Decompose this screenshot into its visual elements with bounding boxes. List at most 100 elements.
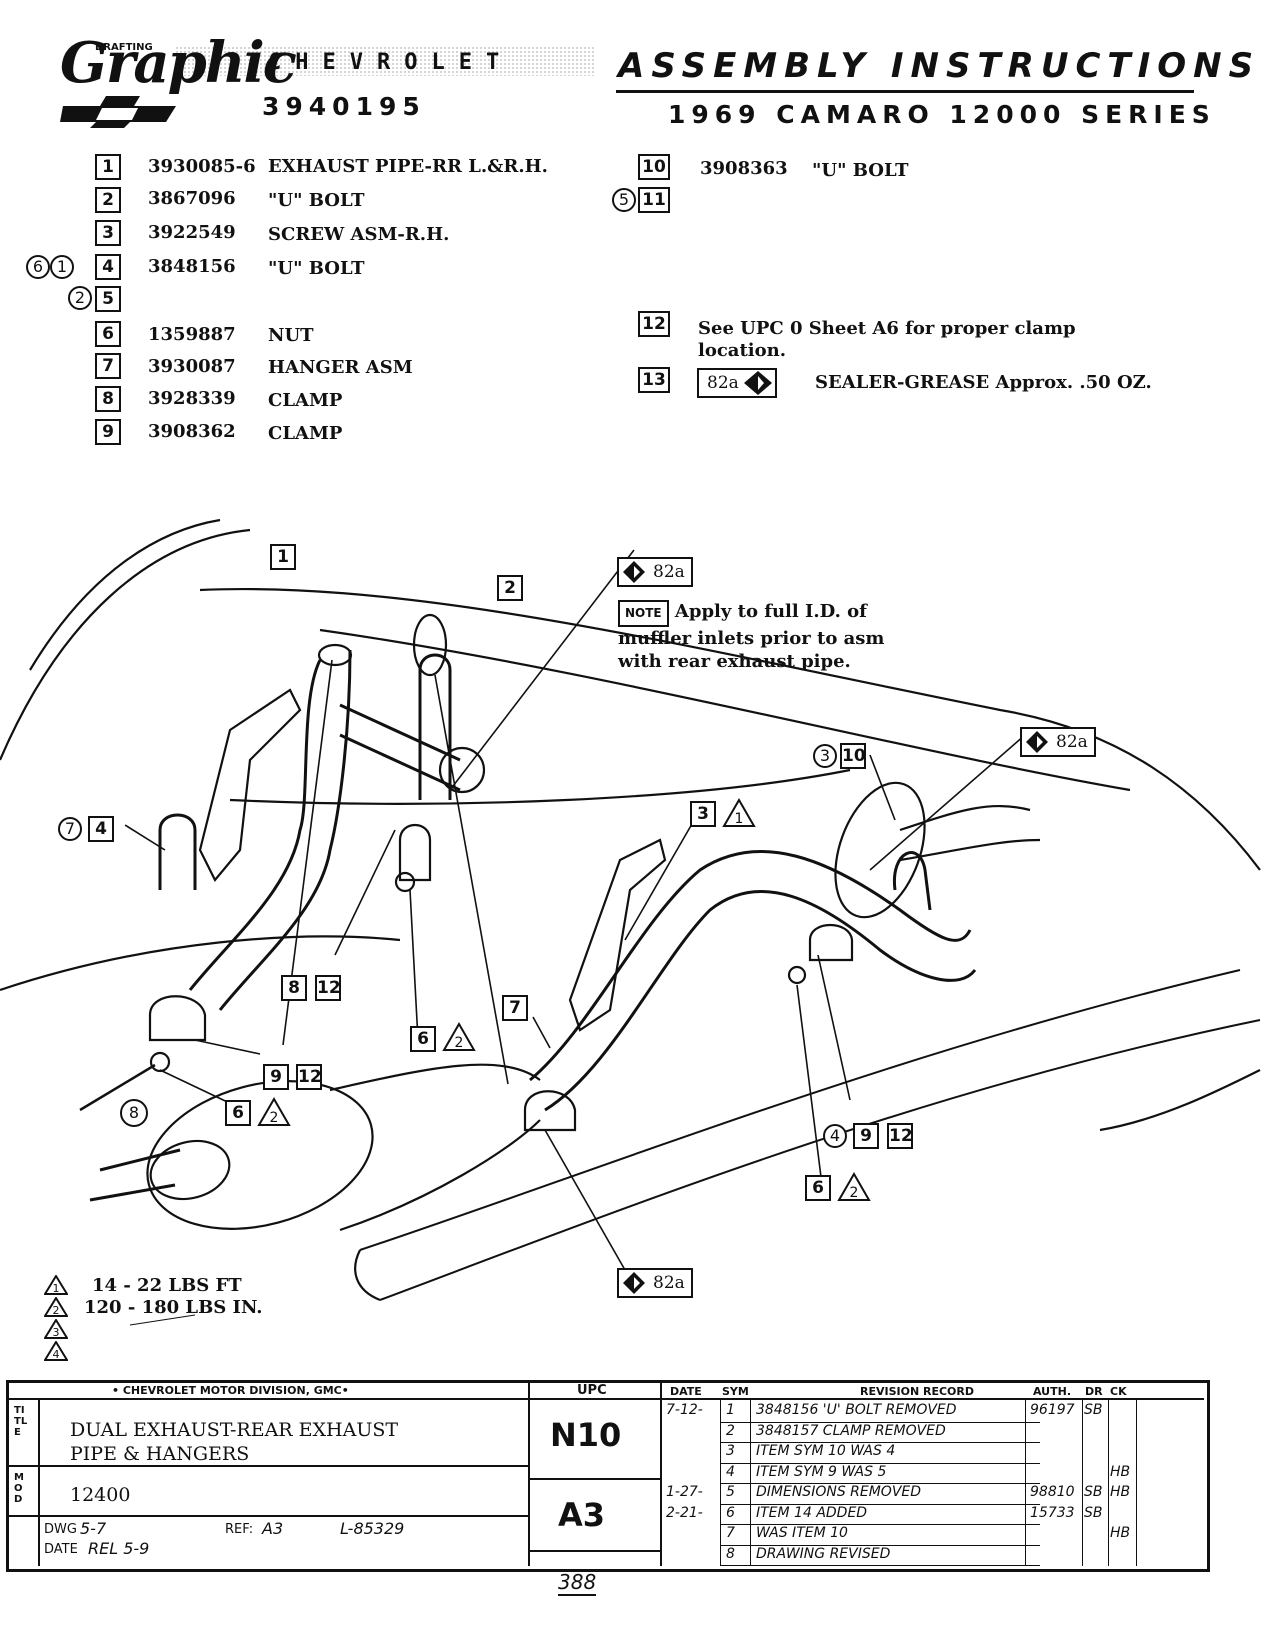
diamond-icon	[743, 371, 772, 395]
callout-box: 6	[410, 1026, 436, 1052]
title-block-rule	[6, 1515, 528, 1517]
revision-text: WAS ITEM 10	[756, 1525, 848, 1541]
part-description: CLAMP	[268, 423, 343, 444]
revision-dr: SB	[1084, 1402, 1103, 1418]
part-description: SEALER-GREASE Approx. .50 OZ.	[815, 372, 1152, 393]
revision-sym: 6	[726, 1504, 735, 1521]
note-label: NOTE	[618, 600, 669, 627]
revision-text: ITEM SYM 9 WAS 5	[756, 1463, 887, 1480]
callout-circle: 3	[813, 744, 837, 768]
callout-box: 12	[887, 1123, 913, 1149]
title-side-label: TITLE	[14, 1405, 28, 1438]
callout-box: 8	[281, 975, 307, 1001]
revision-text: DIMENSIONS REMOVED	[756, 1484, 922, 1500]
revision-text: 3848157 CLAMP REMOVED	[756, 1422, 946, 1439]
callout-box: 2	[497, 575, 523, 601]
diamond-icon	[623, 561, 645, 583]
item-number-box: 5	[95, 286, 121, 312]
callout-box: 12	[315, 975, 341, 1001]
torque-triangle-icon: 2	[837, 1172, 871, 1201]
svg-text:1: 1	[53, 1282, 60, 1295]
title-block-rule	[38, 1398, 40, 1566]
torque-triangle-icon: 1	[44, 1275, 68, 1295]
revision-circle: 2	[68, 286, 92, 310]
torque-spec: 14 - 22 LBS FT	[92, 1275, 242, 1296]
torque-spec: 120 - 180 LBS IN.	[84, 1297, 263, 1318]
revision-text: ITEM 14 ADDED	[756, 1504, 868, 1521]
chevrolet-wordmark: CHEVROLET	[268, 50, 514, 75]
svg-text:2: 2	[53, 1304, 60, 1317]
ref-value: A3	[262, 1519, 284, 1538]
page-subtitle: 1969 CAMARO 12000 SERIES	[668, 100, 1216, 129]
upc-header: UPC	[577, 1383, 607, 1398]
l-number: L-85329	[340, 1519, 405, 1538]
sheet-code: A3	[558, 1496, 606, 1534]
revision-sym: 7	[726, 1525, 735, 1541]
callout-box: 4	[88, 816, 114, 842]
torque-triangle-icon: 2	[257, 1097, 291, 1126]
revision-date: 2-21-	[666, 1504, 703, 1521]
date-label: DATE	[44, 1542, 78, 1557]
item-number-box: 7	[95, 353, 121, 379]
ck-header: CK	[1110, 1385, 1127, 1398]
item-number-box: 10	[638, 154, 670, 180]
torque-triangle-icon: 2	[44, 1297, 68, 1317]
item-number-box: 11	[638, 187, 670, 213]
item-number-box: 2	[95, 187, 121, 213]
svg-text:2: 2	[850, 1185, 859, 1201]
callout-circle: 8	[120, 1099, 148, 1127]
revision-date: 1-27-	[666, 1484, 703, 1500]
revision-col-rule	[750, 1398, 751, 1566]
date-value: REL 5-9	[88, 1539, 150, 1558]
sealer-code: 82a	[653, 1273, 685, 1293]
drawing-title-line2: PIPE & HANGERS	[70, 1443, 250, 1465]
part-description: HANGER ASM	[268, 357, 413, 378]
revision-col-rule	[720, 1398, 721, 1566]
sealer-code: 82a	[707, 373, 739, 393]
revision-col-rule	[1108, 1398, 1109, 1566]
part-number: 1359887	[148, 324, 236, 345]
logo-drafting-text: DRAFTING	[95, 42, 153, 53]
revision-circle: 1	[50, 255, 74, 279]
revision-text: DRAWING REVISED	[756, 1545, 891, 1562]
dwg-label: DWG	[44, 1522, 77, 1537]
item-number-box: 3	[95, 220, 121, 246]
revision-sym: 1	[726, 1402, 735, 1418]
part-number: 3848156	[148, 256, 236, 277]
part-number: 3908362	[148, 421, 236, 442]
revision-ck: HB	[1110, 1525, 1131, 1541]
revision-dr: SB	[1084, 1484, 1103, 1500]
callout-box: 6	[225, 1100, 251, 1126]
revision-row-rule	[720, 1483, 1040, 1484]
part-number: 3908363	[700, 158, 788, 179]
revision-ck: HB	[1110, 1484, 1131, 1500]
title-block-rule	[660, 1380, 662, 1566]
torque-triangle-icon: 4	[44, 1341, 68, 1361]
division-label: • CHEVROLET MOTOR DIVISION, GMC•	[112, 1384, 349, 1397]
item-number-box: 13	[638, 367, 670, 393]
title-block-rule	[6, 1465, 528, 1467]
revision-row-rule	[720, 1442, 1040, 1443]
revision-sym: 4	[726, 1463, 735, 1480]
revision-row-rule	[720, 1421, 1040, 1423]
part-number: 3928339	[148, 388, 236, 409]
item-number-box: 4	[95, 254, 121, 280]
part-description-line2: location.	[698, 340, 786, 361]
part-description: NUT	[268, 325, 314, 346]
sealer-code: 82a	[653, 562, 685, 582]
title-block-rule	[528, 1380, 530, 1566]
graphic-logo: Graphic	[60, 30, 297, 96]
part-number: 3930087	[148, 356, 236, 377]
item-number-box: 8	[95, 386, 121, 412]
sealer-code: 82a	[1056, 732, 1088, 752]
revision-date: 7-12-	[666, 1402, 703, 1418]
part-description: "U" BOLT	[268, 258, 365, 279]
revision-auth: 15733	[1030, 1504, 1075, 1521]
drawing-title: DUAL EXHAUST-REAR EXHAUST PIPE & HANGERS	[70, 1418, 398, 1466]
part-description: CLAMP	[268, 390, 343, 411]
svg-text:1: 1	[735, 811, 744, 827]
revision-row-rule	[720, 1544, 1040, 1546]
revision-sym: 5	[726, 1484, 735, 1500]
item-number-box: 12	[638, 311, 670, 337]
callout-circle: 4	[823, 1124, 847, 1148]
